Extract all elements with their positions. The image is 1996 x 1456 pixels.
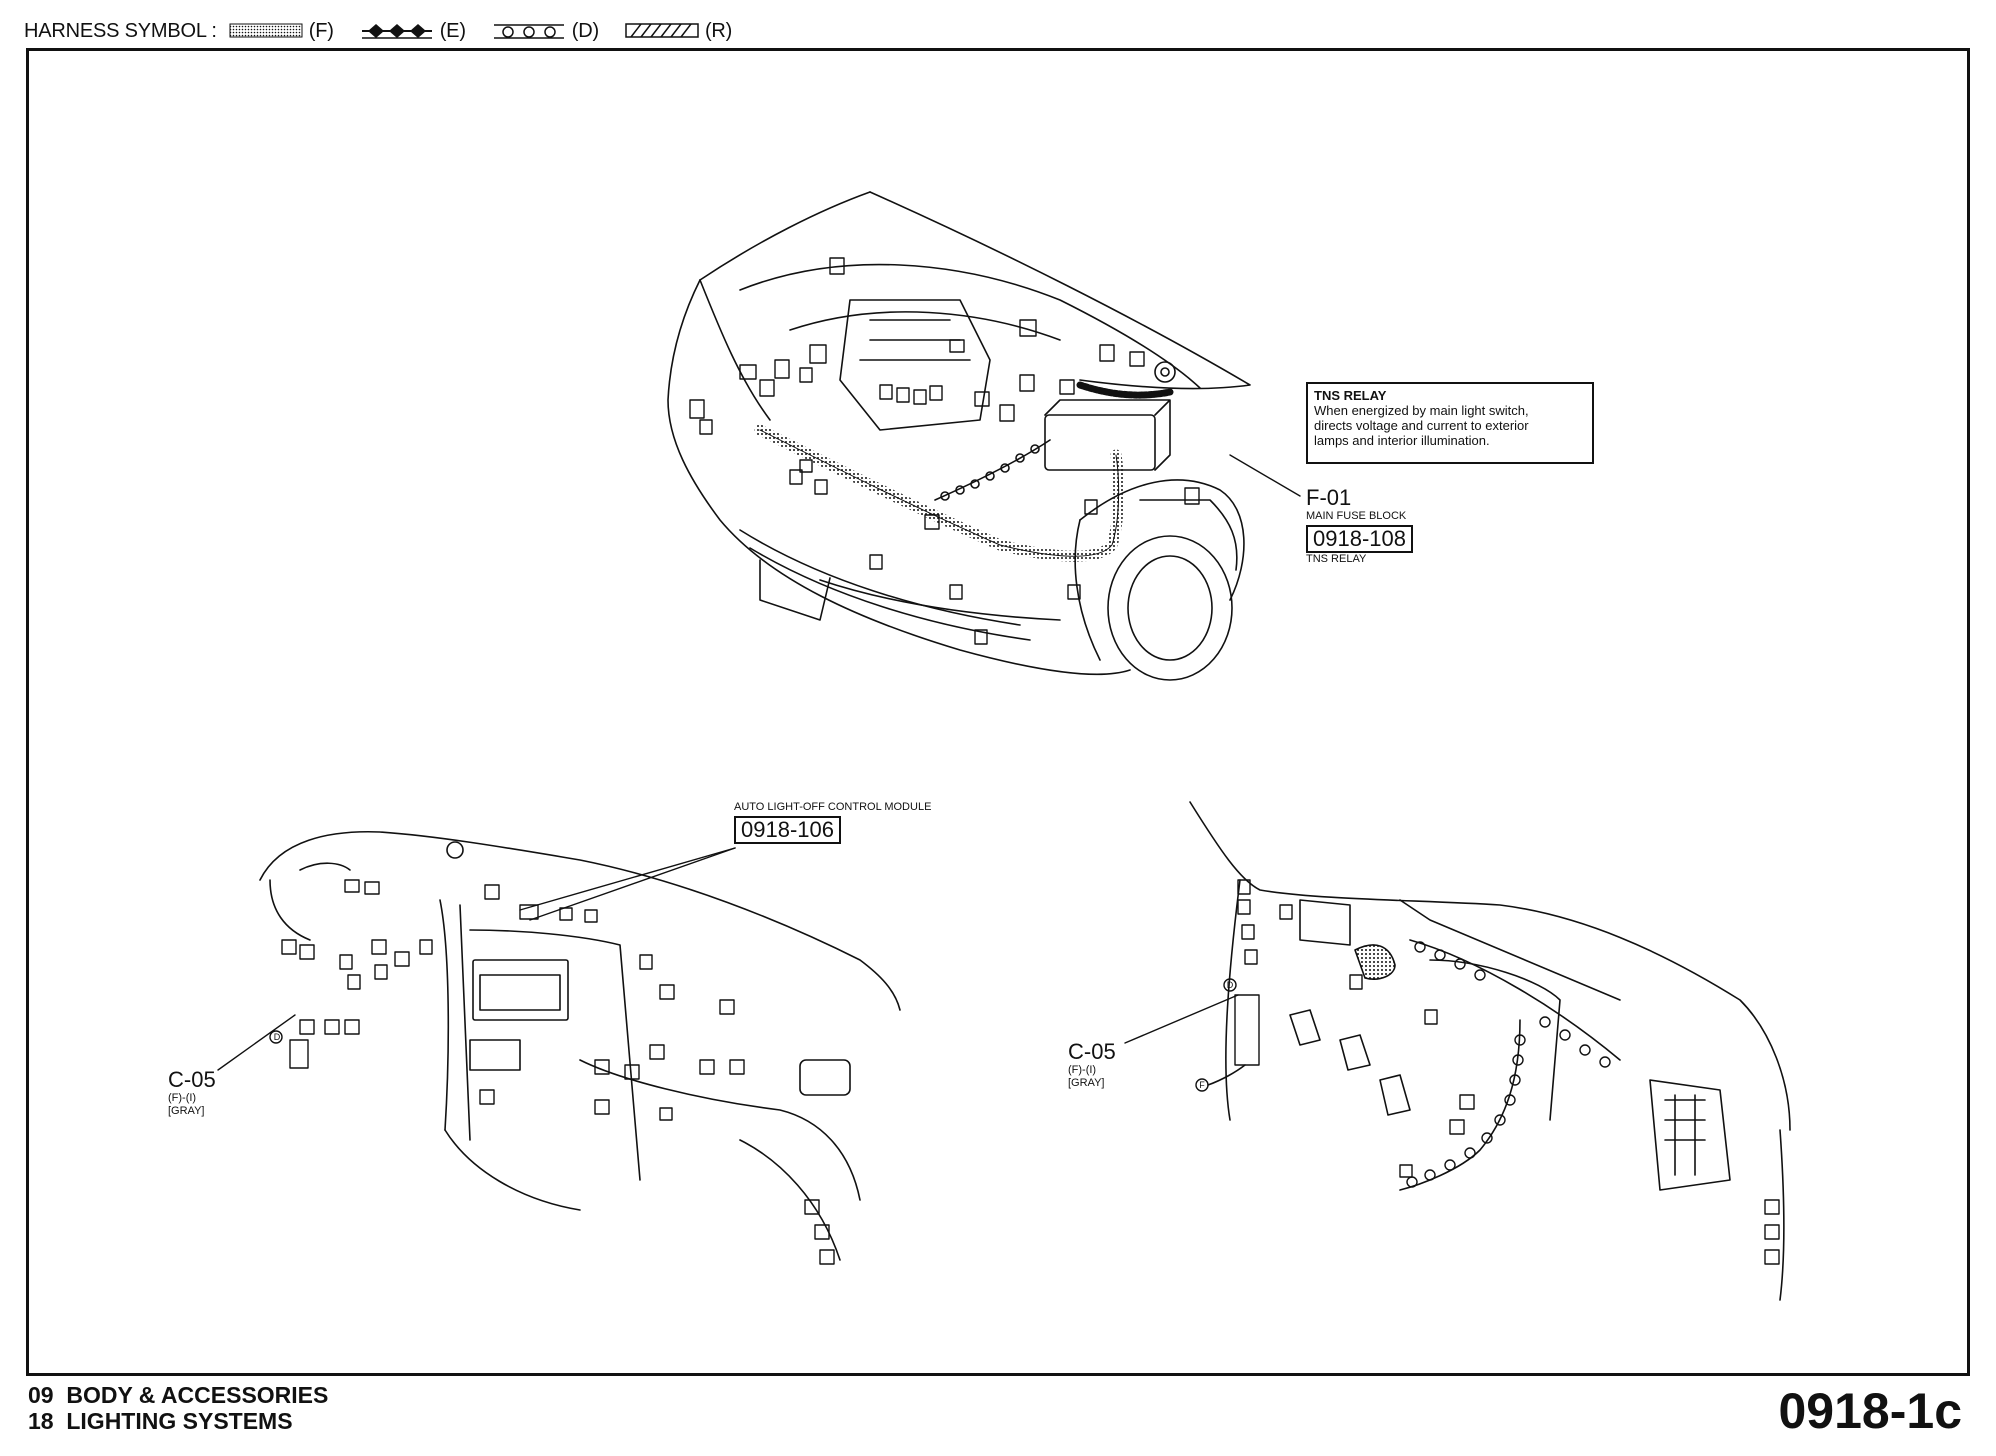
hatched-band-icon: [625, 23, 699, 38]
harness-legend: HARNESS SYMBOL : (F) (E) (D) (R): [24, 14, 754, 48]
engine-compartment-drawing: [667, 191, 1301, 681]
f01-ref-link[interactable]: 0918-108: [1306, 525, 1413, 553]
legend-code-e: (E): [439, 19, 466, 42]
dash-right-drawing: [1124, 801, 1791, 1301]
auto-light-off-callout: AUTO LIGHT-OFF CONTROL MODULE 0918-106: [734, 801, 931, 844]
f01-callout: F-01 MAIN FUSE BLOCK 0918-108 TNS RELAY: [1306, 486, 1413, 566]
tns-relay-line-3: lamps and interior illumination.: [1314, 433, 1490, 448]
c05-left-callout: C-05 (F)-(I) [GRAY]: [168, 1068, 216, 1118]
dotted-band-icon: [229, 23, 303, 38]
section-footer: 09 BODY & ACCESSORIES 18 LIGHTING SYSTEM…: [28, 1382, 328, 1434]
tns-relay-line-2: directs voltage and current to exterior: [1314, 418, 1529, 433]
c05-right-marker-f: F: [1199, 1080, 1205, 1090]
c05-left-code: C-05: [168, 1067, 216, 1092]
tns-relay-line-1: When energized by main light switch,: [1314, 403, 1529, 418]
auto-light-off-label: AUTO LIGHT-OFF CONTROL MODULE: [734, 801, 932, 813]
c05-left-line2: [GRAY]: [168, 1105, 205, 1117]
dash-left-drawing: [217, 830, 901, 1265]
tns-relay-title: TNS RELAY: [1314, 388, 1387, 403]
circle-chain-icon: [493, 24, 564, 39]
f01-code: F-01: [1306, 485, 1352, 510]
footer-section-1: 09 BODY & ACCESSORIES: [28, 1382, 329, 1408]
engine-connectors: [689, 257, 1200, 645]
c05-left-marker: D: [273, 1032, 281, 1042]
legend-title: HARNESS SYMBOL :: [24, 19, 217, 42]
dash-left-connectors: [281, 879, 835, 1265]
dash-right-connectors: [1234, 879, 1780, 1265]
legend-code-f: (F): [308, 19, 334, 42]
page-number: 0918-1c: [1778, 1383, 1963, 1439]
auto-light-off-ref-link[interactable]: 0918-106: [734, 816, 841, 844]
c05-right-callout: C-05 (F)-(I) [GRAY]: [1068, 1040, 1116, 1090]
harness-connector-circles: [940, 444, 1040, 501]
c05-right-marker-d: D: [1226, 980, 1234, 990]
diagram-frame: [26, 48, 1970, 1376]
c05-right-line1: (F)-(I): [1068, 1064, 1097, 1076]
legend-code-d: (D): [571, 19, 599, 42]
c05-right-code: C-05: [1068, 1039, 1116, 1064]
f01-name: MAIN FUSE BLOCK: [1306, 510, 1407, 522]
c05-right-line2: [GRAY]: [1068, 1077, 1105, 1089]
footer-section-2: 18 LIGHTING SYSTEMS: [28, 1408, 293, 1434]
legend-code-r: (R): [704, 19, 733, 42]
diamond-chain-icon: [361, 24, 432, 39]
tns-relay-description-box: TNS RELAY When energized by main light s…: [1306, 382, 1594, 464]
dash-right-connector-circles: [1406, 941, 1611, 1188]
c05-left-line1: (F)-(I): [168, 1092, 197, 1104]
f01-sub: TNS RELAY: [1306, 553, 1367, 565]
